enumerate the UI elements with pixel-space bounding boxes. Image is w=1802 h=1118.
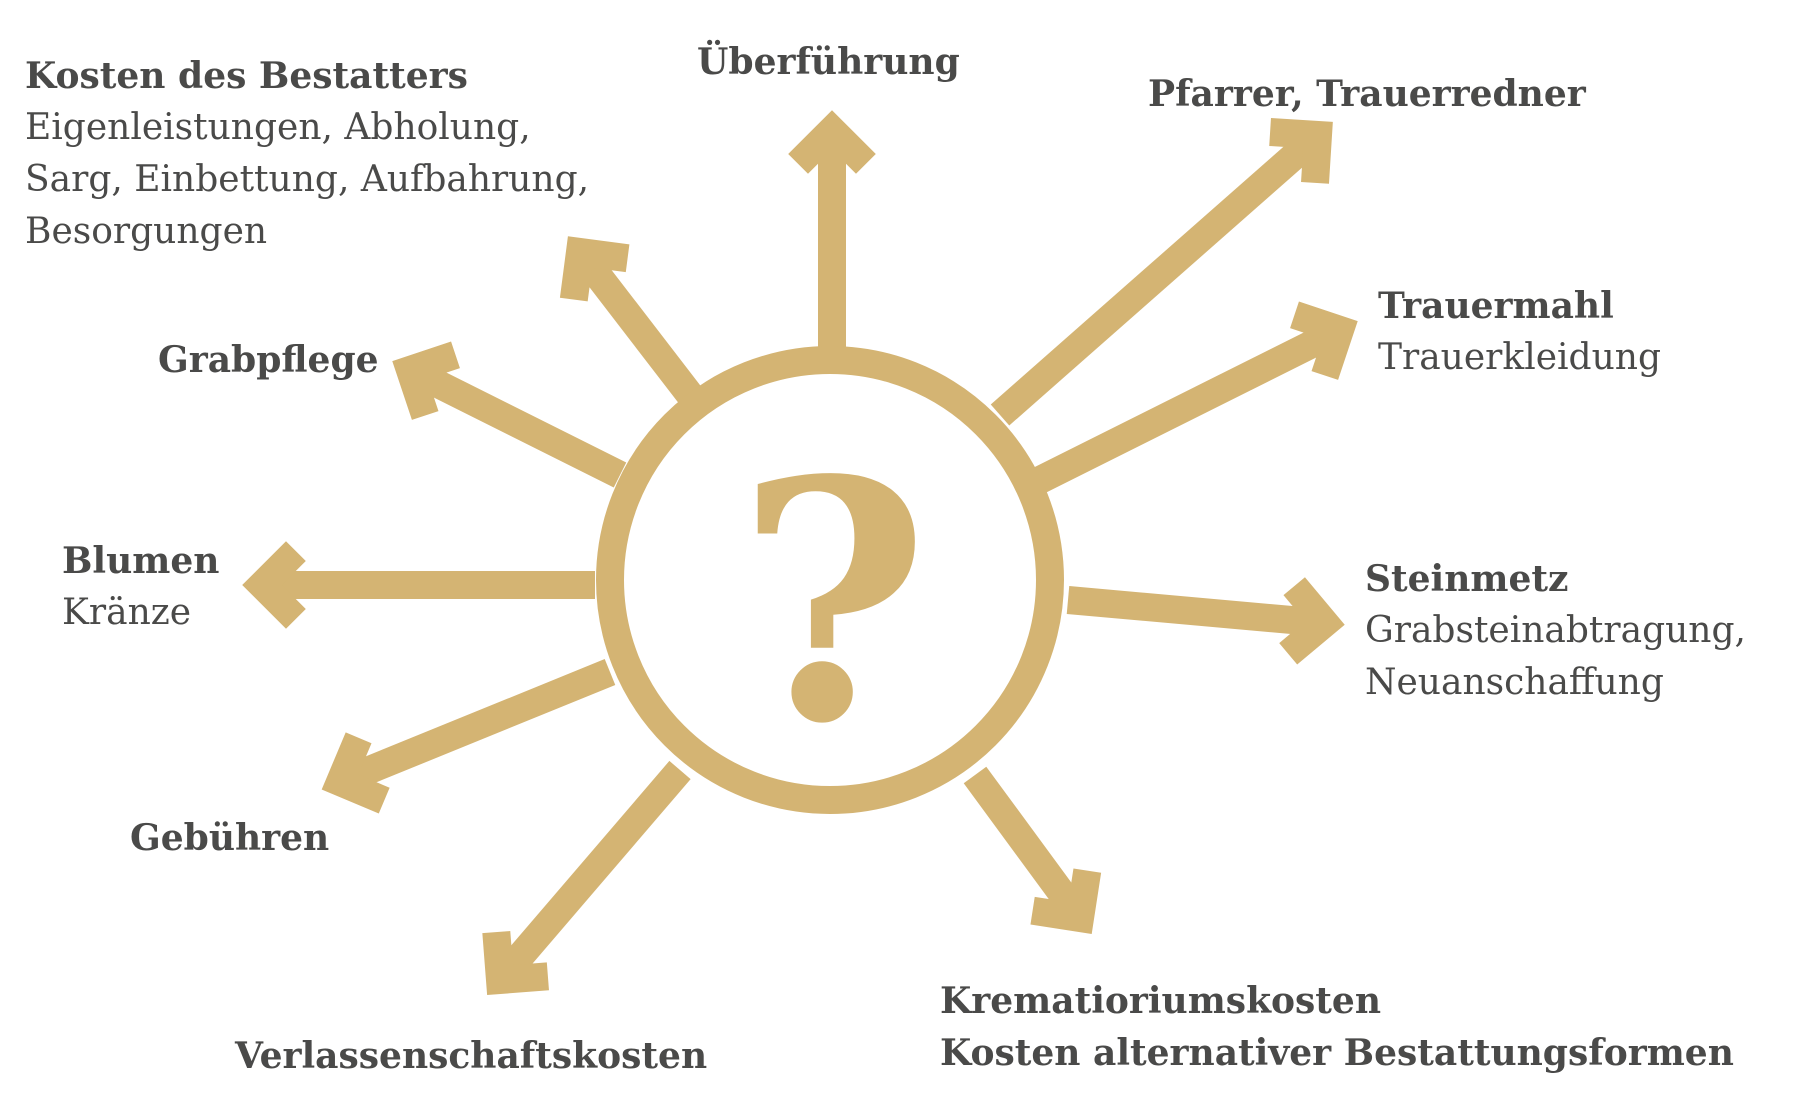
label-title: Trauermahl (1378, 285, 1614, 327)
arrow-head (482, 931, 549, 996)
arrow-head (242, 541, 306, 629)
label-title: Kosten alternativer Bestattungsformen (940, 1032, 1734, 1074)
arrow-head (1290, 301, 1358, 380)
arrow-head (559, 236, 630, 302)
label-title: Krematioriumskosten (940, 980, 1381, 1022)
arrow-krematorium (963, 766, 1102, 934)
arrow-head (1269, 118, 1333, 184)
arrow-head (1279, 577, 1345, 665)
label-line: Sarg, Einbettung, Aufbahrung, (25, 159, 590, 200)
arrow-gebuehren (321, 659, 616, 814)
arrow-head (321, 732, 390, 814)
arrow-shaft (963, 766, 1092, 927)
arrow-grabpflege (392, 341, 627, 488)
label-title: Gebühren (130, 817, 330, 859)
label-kosten-des-bestatters: Kosten des Bestatters Eigenleistungen, A… (25, 50, 589, 258)
label-steinmetz: Steinmetz Grabsteinabtragung, Neuanschaf… (1365, 553, 1746, 709)
arrow-blumen (242, 541, 595, 629)
arrow-shaft (568, 243, 702, 404)
arrow-head (392, 341, 460, 420)
arrow-shaft (334, 659, 616, 795)
arrow-ueberfuehrung (788, 110, 876, 350)
label-krematoriumskosten: Krematioriumskosten Kosten alternativer … (940, 975, 1734, 1079)
label-pfarrer-trauerredner: Pfarrer, Trauerredner (1148, 68, 1586, 120)
label-line: Kränze (62, 592, 192, 633)
center-circle (596, 346, 1064, 814)
arrow-head (788, 110, 876, 174)
label-title: Überführung (697, 41, 960, 83)
label-trauermahl: Trauermahl Trauerkleidung (1378, 280, 1661, 384)
label-line: Grabsteinabtragung, (1365, 610, 1746, 651)
arrows-group (242, 110, 1358, 996)
arrow-shaft (1033, 317, 1347, 493)
arrow-head (1030, 868, 1102, 934)
label-line: Eigenleistungen, Abholung, (25, 107, 531, 148)
label-title: Steinmetz (1365, 558, 1569, 600)
arrow-shaft (403, 357, 627, 488)
label-title: Kosten des Bestatters (25, 55, 468, 97)
label-title: Grabpflege (158, 339, 379, 381)
arrow-pfarrer (990, 118, 1333, 426)
arrow-shaft (489, 760, 691, 990)
label-grabpflege: Grabpflege (158, 334, 379, 386)
label-title: Pfarrer, Trauerredner (1148, 73, 1586, 115)
label-ueberfuehrung: Überführung (697, 36, 960, 88)
arrow-shaft (990, 124, 1328, 426)
arrow-trauermahl (1033, 301, 1358, 493)
arrow-steinmetz (1066, 577, 1345, 665)
center-question-mark: ? (736, 408, 929, 796)
label-gebuehren: Gebühren (130, 812, 329, 864)
label-title: Blumen (62, 540, 220, 582)
label-line: Besorgungen (25, 211, 268, 252)
label-line: Trauerkleidung (1378, 337, 1661, 378)
arrow-verlassenschaft (482, 760, 691, 996)
label-line: Neuanschaffung (1365, 662, 1664, 703)
label-verlassenschaftskosten: Verlassenschaftskosten (235, 1030, 707, 1082)
label-title: Verlassenschaftskosten (235, 1035, 708, 1077)
arrow-bestatter (559, 236, 702, 404)
label-blumen: Blumen Kränze (62, 535, 219, 639)
arrow-shaft (1066, 586, 1327, 637)
